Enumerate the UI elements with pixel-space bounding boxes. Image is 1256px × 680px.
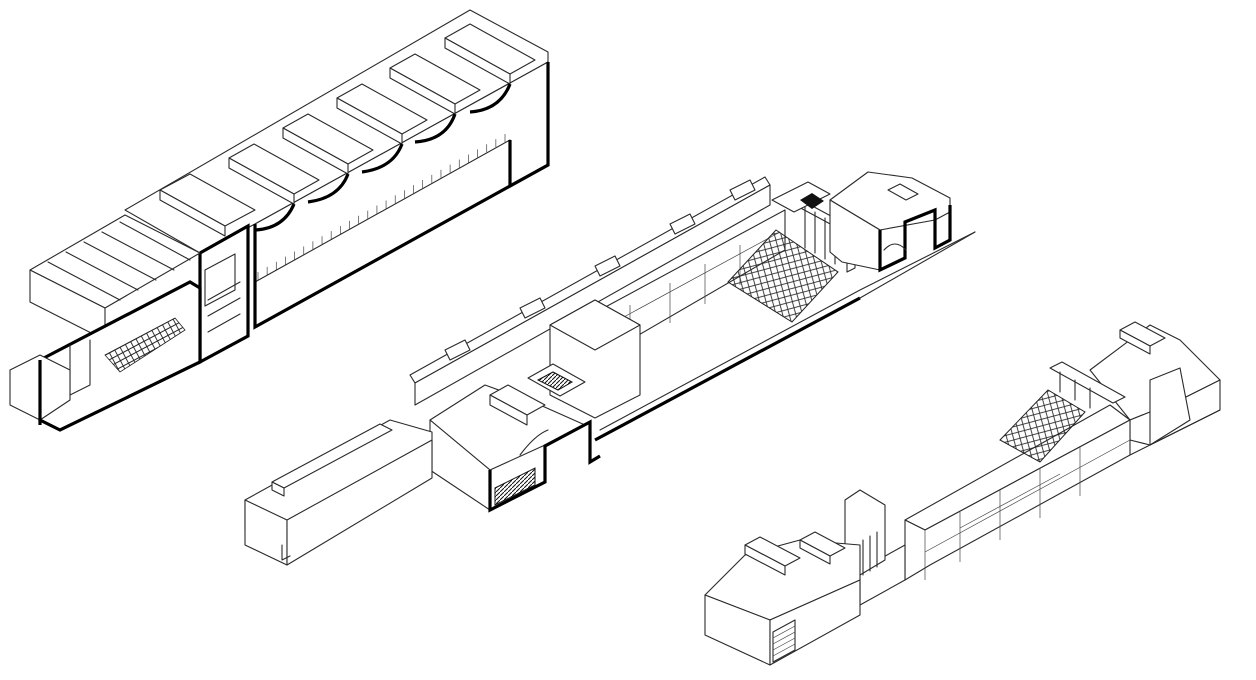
pavilion-dormer-face	[489, 394, 528, 426]
end-arch	[883, 243, 907, 251]
gallery-floor-cut	[594, 296, 861, 442]
pavilion-cut	[488, 419, 601, 513]
rear-house-end	[1149, 367, 1191, 446]
gallery-panels	[599, 231, 781, 345]
gallery-floor-edge	[859, 231, 976, 299]
end-building-cut	[878, 205, 952, 273]
ground-line	[1129, 409, 1221, 456]
gallery-edge	[254, 139, 511, 283]
garage-door-slats	[772, 625, 796, 657]
garage-door	[772, 619, 796, 663]
front-block-lantern-face	[271, 481, 285, 497]
pavilion-curve	[519, 429, 549, 456]
end-building-face	[829, 199, 881, 271]
end-dormer	[887, 183, 919, 201]
front-block-side	[286, 439, 433, 566]
rear-dormer-face	[1119, 329, 1151, 355]
roof-lanterns	[159, 23, 536, 237]
stair-flights	[204, 253, 241, 333]
rear-wall-face	[414, 184, 771, 406]
courtyard-tree	[536, 371, 574, 391]
connector-fins	[862, 531, 878, 576]
auditorium-seating	[104, 317, 186, 373]
skylight-ribs	[47, 221, 191, 301]
front-dormer-2-face	[799, 539, 831, 565]
gallery-rail	[257, 134, 506, 280]
courtyard-block-top	[549, 299, 641, 351]
front-dormer-1-face	[744, 544, 786, 576]
stair-hatch	[494, 467, 536, 506]
lattice-screen-exterior	[999, 389, 1086, 463]
exterior-fins	[1049, 361, 1126, 409]
gallery-facade-panels	[924, 439, 1131, 580]
upper-courtyard	[771, 181, 831, 213]
vaulted-ceiling	[255, 83, 512, 232]
section-view-3	[704, 321, 1221, 666]
upper-planting	[800, 193, 824, 209]
front-door	[281, 544, 291, 561]
section-cut-main	[253, 62, 550, 330]
parapet-blocks	[444, 179, 756, 361]
section-view-1	[9, 9, 550, 432]
section-view-2	[244, 171, 976, 566]
lattice-screen	[727, 229, 839, 323]
